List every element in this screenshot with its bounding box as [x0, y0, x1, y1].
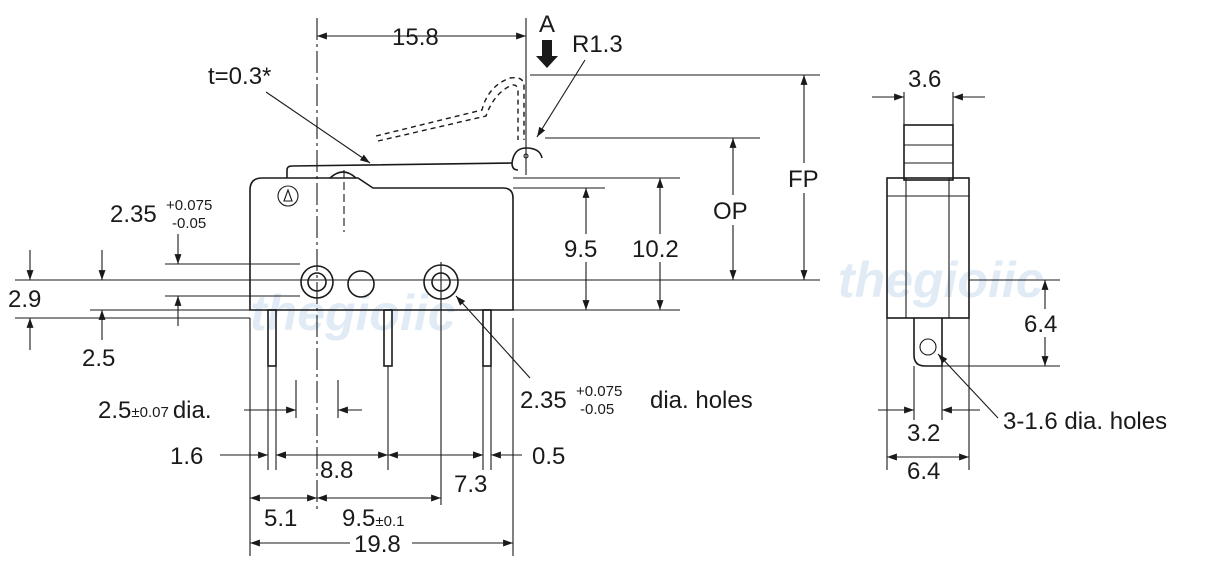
leader-thickness	[265, 91, 371, 164]
dim-op: OP	[713, 198, 748, 225]
body-mark-circle	[277, 185, 299, 207]
dim-9-5: 9.5	[564, 236, 597, 263]
mounting-hole-mid	[347, 270, 375, 298]
dim-1-6: 1.6	[170, 443, 203, 470]
dim-fp: FP	[788, 166, 819, 193]
side-dim-6-4-v: 6.4	[1024, 311, 1057, 338]
actuation-arrow-icon	[536, 40, 558, 68]
lever-arm	[286, 147, 543, 178]
dim-2-5: 2.5	[82, 345, 115, 372]
side-dim-holes: 3-1.6 dia. holes	[1003, 408, 1167, 435]
terminal-right	[482, 309, 492, 367]
dim-radius: R1.3	[572, 31, 623, 58]
dim-9-5b: 9.5±0.1	[342, 505, 404, 532]
dim-15-8: 15.8	[392, 24, 439, 51]
body-mark-triangle	[283, 188, 293, 202]
dim-holes: 2.35	[520, 387, 567, 414]
plunger-bump	[329, 171, 357, 179]
side-dim-3-2: 3.2	[907, 420, 940, 447]
dim-19-8: 19.8	[354, 531, 401, 558]
dim-7-3: 7.3	[454, 471, 487, 498]
dim-5-1: 5.1	[264, 505, 297, 532]
dim-holes-plus: +0.075	[576, 383, 622, 400]
lever-tip	[511, 162, 519, 171]
side-terminal	[913, 318, 943, 367]
dim-thickness: t=0.3*	[208, 63, 271, 90]
side-terminal-hole	[919, 338, 937, 356]
dim-hole-dia: 2.35	[110, 201, 157, 228]
leader-holes	[455, 295, 531, 379]
side-view: 3.6 6.4 3.2 6.4 3-1.6 dia. holes	[872, 66, 1167, 485]
dim-holes-minus: -0.05	[580, 401, 614, 418]
dim-holes-suffix: dia. holes	[650, 387, 753, 414]
lever-released-dashed	[375, 76, 525, 140]
dim-0-5: 0.5	[532, 443, 565, 470]
dim-hole-dia-minus: -0.05	[172, 215, 206, 232]
dim-8-8: 8.8	[320, 457, 353, 484]
dim-2-9: 2.9	[8, 286, 41, 313]
dim-hole-dia-plus: +0.075	[166, 197, 212, 214]
switch-body-outline	[249, 177, 514, 311]
side-dim-6-4-h: 6.4	[907, 458, 940, 485]
leader-radius	[536, 59, 586, 138]
side-dim-3-6: 3.6	[908, 66, 941, 93]
lever-released-dashed-inner	[377, 84, 519, 142]
side-body	[886, 177, 970, 319]
side-lever-cap	[903, 124, 954, 181]
front-view: 15.8 A R1.3 t=0.3* FP OP 9.5 10.2 2.35 +…	[8, 11, 826, 558]
side-leader-holes	[937, 353, 999, 419]
dim-10-2: 10.2	[632, 236, 679, 263]
arrow-a-label: A	[539, 11, 555, 38]
